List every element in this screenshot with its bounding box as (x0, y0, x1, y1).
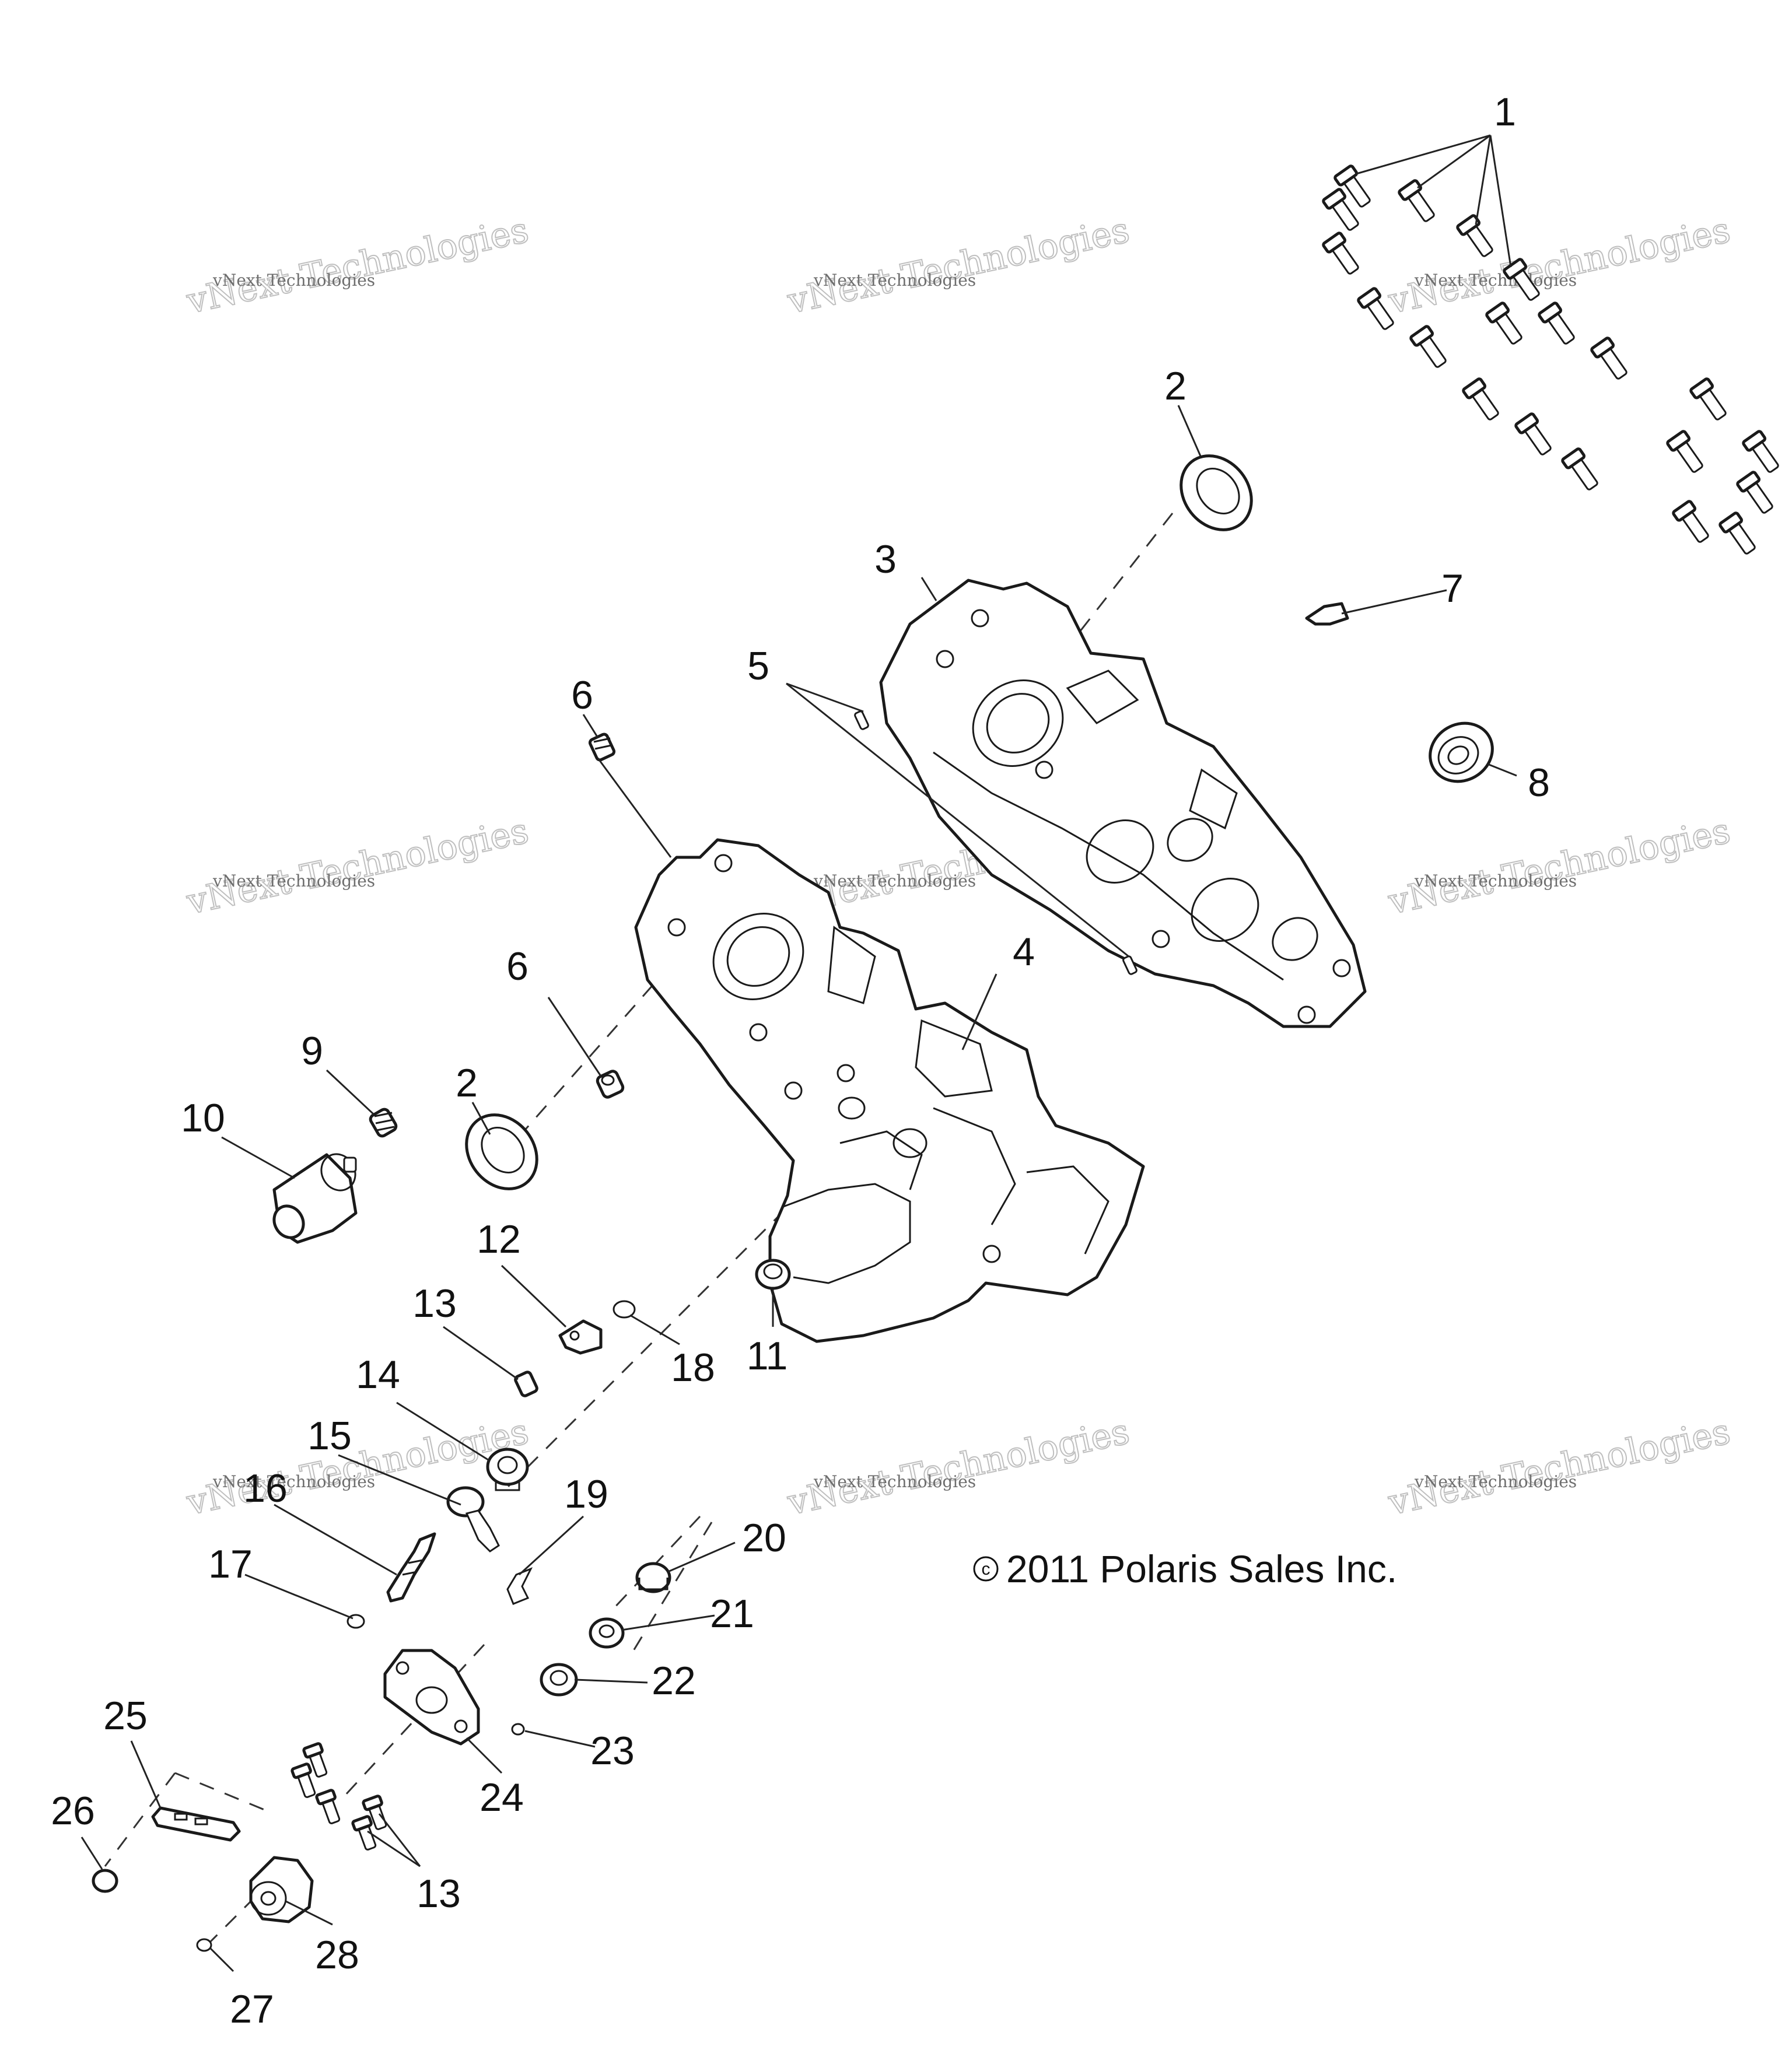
svg-text:vNext Technologies: vNext Technologies (813, 271, 976, 290)
callout-15: 15 (307, 1414, 352, 1458)
watermark: vNext Technologies vNext Technologies (183, 810, 533, 923)
callout-14: 14 (356, 1352, 400, 1397)
svg-text:vNext Technologies: vNext Technologies (183, 209, 533, 322)
callout-13-lower: 13 (416, 1872, 461, 1916)
part-23-ring (511, 1723, 525, 1736)
part-8-bearing (1429, 721, 1494, 783)
watermark: vNext Technologies vNext Technologies (183, 209, 533, 323)
callout-27: 27 (230, 1987, 274, 2031)
part-6-dowel-upper (588, 733, 616, 762)
callout-22: 22 (652, 1659, 696, 1703)
copyright-symbol-letter: c (982, 1560, 991, 1579)
part-4-crankcase-left (634, 838, 1145, 1343)
svg-text:vNext Technologies: vNext Technologies (1385, 810, 1734, 923)
callout-3: 3 (874, 537, 897, 581)
watermark: vNext Technologies vNext Technologies (783, 209, 1134, 323)
part-22-rotor (540, 1663, 578, 1697)
part-13-pin (514, 1371, 538, 1397)
svg-text:vNext Technologies: vNext Technologies (212, 271, 375, 290)
part-10-filter (272, 1153, 358, 1244)
callout-6-lower: 6 (506, 944, 528, 989)
svg-text:vNext Technologies: vNext Technologies (784, 209, 1133, 322)
part-7-fitting (1305, 602, 1349, 626)
callout-4: 4 (1013, 930, 1035, 974)
callout-18: 18 (671, 1345, 715, 1390)
svg-text:vNext Technologies: vNext Technologies (784, 1411, 1133, 1523)
watermarks: vNext Technologies vNext Technologies vN… (183, 209, 1735, 1524)
part-13-bolts (290, 1742, 387, 1851)
callout-5: 5 (747, 644, 769, 688)
part-15-lever (446, 1486, 500, 1553)
part-27-clip (196, 1938, 212, 1952)
part-2-seal-upper (1180, 454, 1253, 531)
svg-text:vNext Technologies: vNext Technologies (212, 1472, 375, 1491)
callout-25: 25 (103, 1694, 148, 1738)
callout-24: 24 (480, 1775, 524, 1820)
callout-7: 7 (1441, 566, 1464, 611)
part-26-nut (92, 1869, 118, 1893)
callout-8: 8 (1528, 761, 1550, 805)
copyright: c 2011 Polaris Sales Inc. (973, 1547, 1397, 1590)
callout-1: 1 (1494, 90, 1516, 134)
callout-20: 20 (742, 1516, 786, 1560)
part-28-pulley (249, 1856, 314, 1923)
callout-21: 21 (710, 1592, 754, 1636)
part-11-plug (755, 1259, 791, 1290)
callout-23: 23 (590, 1729, 635, 1773)
part-20-gear (635, 1562, 671, 1593)
callout-16: 16 (243, 1466, 288, 1511)
part-12-plug (558, 1319, 603, 1355)
part-25-bracket (151, 1806, 241, 1842)
callout-13-upper: 13 (412, 1281, 457, 1326)
part-19-spring (506, 1567, 533, 1605)
part-6-dowel-lower (596, 1070, 625, 1099)
callout-2-lower: 2 (456, 1061, 478, 1105)
svg-text:vNext Technologies: vNext Technologies (1414, 271, 1577, 290)
watermark: vNext Technologies vNext Technologies (783, 1410, 1134, 1524)
svg-text:vNext Technologies: vNext Technologies (813, 871, 976, 891)
watermark: vNext Technologies vNext Technologies (1384, 1410, 1735, 1524)
part-21-gear (589, 1617, 625, 1649)
svg-text:vNext Technologies: vNext Technologies (813, 1472, 976, 1491)
callout-6-upper: 6 (571, 673, 593, 717)
watermark: vNext Technologies vNext Technologies (1384, 810, 1735, 923)
part-18-o-ring (612, 1300, 636, 1319)
copyright-text: 2011 Polaris Sales Inc. (1006, 1547, 1397, 1590)
part-16-shaft (386, 1532, 436, 1603)
callout-17: 17 (208, 1542, 253, 1586)
callout-10: 10 (181, 1096, 225, 1140)
svg-text:vNext Technologies: vNext Technologies (183, 810, 533, 923)
part-5-dowel-pin-upper (854, 710, 869, 730)
svg-text:vNext Technologies: vNext Technologies (1414, 871, 1577, 891)
part-3-crankcase-right (879, 579, 1367, 1028)
leader-lines (80, 134, 1517, 1972)
part-5-dowel-pin-lower (1122, 955, 1138, 975)
callout-12: 12 (477, 1217, 521, 1261)
part-24-pump-housing (383, 1649, 480, 1746)
svg-text:vNext Technologies: vNext Technologies (1414, 1472, 1577, 1491)
svg-text:vNext Technologies: vNext Technologies (1385, 1411, 1734, 1523)
callout-2-upper: 2 (1164, 364, 1186, 408)
part-9-spring (369, 1108, 398, 1138)
callout-28: 28 (315, 1933, 359, 1977)
part-14-gear (486, 1448, 529, 1491)
watermark: vNext Technologies vNext Technologies (183, 1410, 533, 1524)
callout-11: 11 (747, 1334, 788, 1378)
copyright-symbol (973, 1556, 999, 1582)
callout-numbers: 1 2 3 2 4 5 6 6 7 8 9 10 11 12 13 18 14 … (51, 90, 1550, 2031)
callout-26: 26 (51, 1789, 95, 1833)
svg-text:vNext Technologies: vNext Technologies (212, 871, 375, 891)
part-1-bolts (1322, 164, 1779, 555)
callout-9: 9 (301, 1029, 323, 1073)
callout-19: 19 (564, 1472, 608, 1516)
